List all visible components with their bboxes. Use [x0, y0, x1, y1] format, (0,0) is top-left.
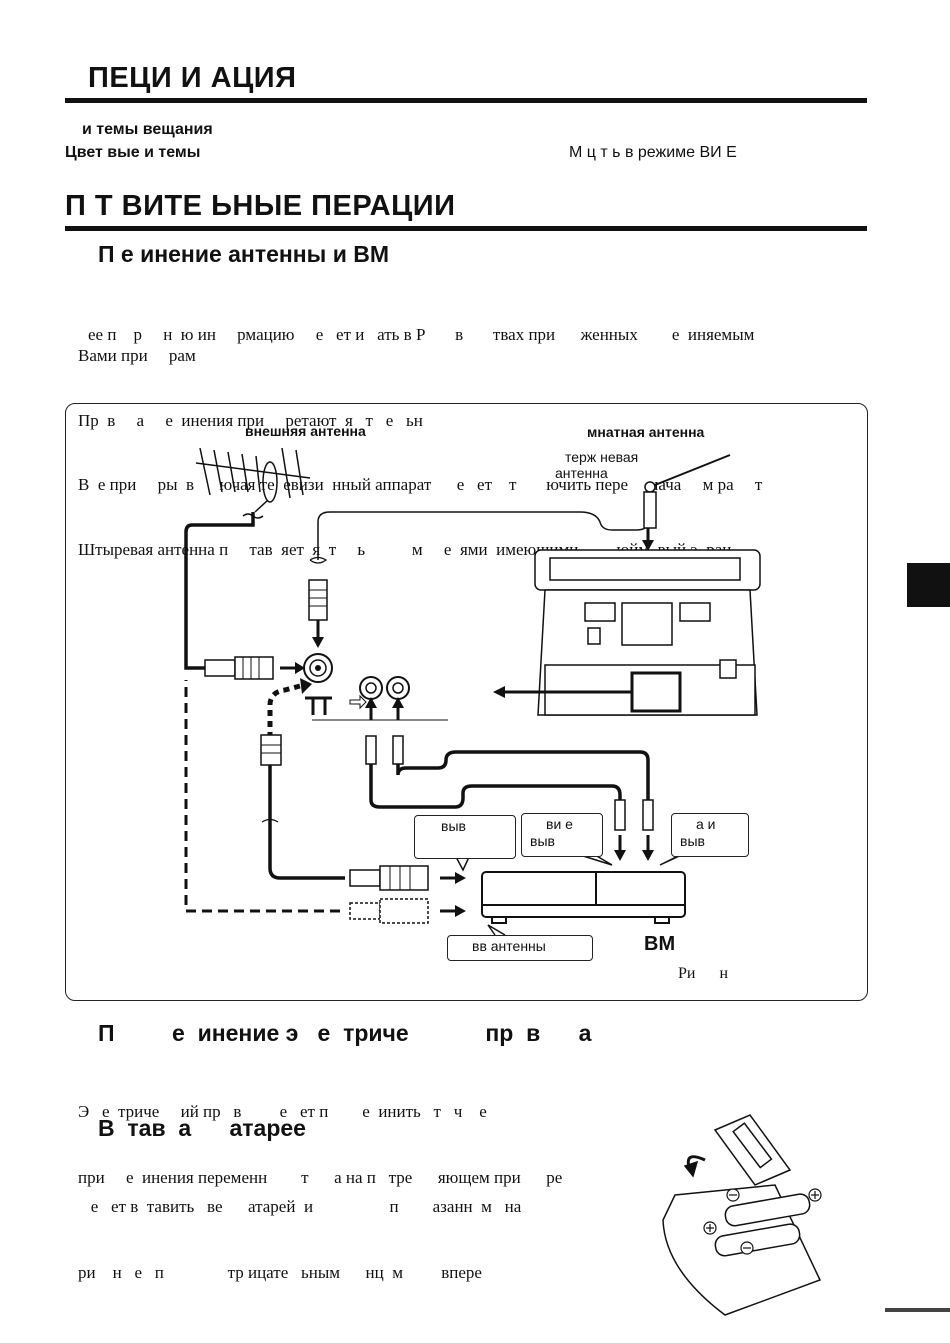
- spec-title: ПЕЦИ И АЦИЯ: [88, 62, 297, 94]
- remote-battery-illustration: [662, 1114, 822, 1316]
- power-line: при е инения переменн т а на п тре яющем…: [78, 1168, 563, 1187]
- section-tab: [907, 563, 950, 607]
- arrow-down-icon: [312, 637, 324, 648]
- paragraph-line: Вами при рам: [78, 346, 196, 365]
- antenna-title: П е инение антенны и ВМ: [98, 241, 389, 267]
- connection-diagram: [65, 403, 868, 1001]
- color-systems-label: Цвет вые и темы: [65, 144, 201, 161]
- output-callout-text: выв: [441, 818, 466, 834]
- dashed-rf-cable: [184, 680, 340, 913]
- arrow-right-icon: [295, 662, 305, 674]
- battery-line: е ет в тавить ве атарей и п азанн м на: [78, 1197, 522, 1216]
- polarity-icons: [703, 1188, 822, 1255]
- mono-note: М ц т ь в режиме ВИ Е: [569, 144, 737, 161]
- external-antenna-label: внешняя антенна: [245, 423, 366, 439]
- vcr-label: ВМ: [644, 933, 676, 955]
- title-rule: [65, 98, 867, 103]
- antenna-symbol-icon: [305, 696, 332, 715]
- rod-antenna-label-2: антенна: [555, 465, 608, 481]
- figure-label: Ри н: [678, 965, 729, 982]
- power-text: Э е триче ий пр в е ет п е инить т ч е п…: [78, 1057, 562, 1211]
- antenna-text: ее п р н ю ин рмацию е ет и ать в Р в тв…: [88, 281, 754, 367]
- audio-input-jack-icon: [386, 676, 410, 700]
- battery-icon: [724, 1193, 811, 1227]
- antenna-input-callout: вв антенны: [447, 935, 593, 961]
- paragraph-line: ее п р н ю ин рмацию е ет и ать в Р в тв…: [88, 325, 755, 344]
- power-line: Э е триче ий пр в е ет п е инить т ч е: [78, 1102, 487, 1121]
- prep-title: П Т ВИТЕ ЬНЫЕ ПЕРАЦИИ: [65, 190, 456, 222]
- video-output-line2: выв: [530, 833, 555, 849]
- prep-rule: [65, 226, 867, 231]
- audio-cable: [396, 750, 650, 800]
- output-callout: выв: [414, 815, 516, 859]
- rf-output-cable: [268, 760, 345, 880]
- rod-antenna-label: терж невая: [565, 449, 638, 465]
- antenna-text-body: Вами при рам Пр в а е инения при ретают …: [78, 302, 762, 582]
- video-output-callout: ви е выв: [521, 813, 603, 857]
- audio-output-line2: выв: [680, 833, 705, 849]
- audio-output-line1: а и: [696, 816, 716, 832]
- paragraph-line: Пр в а е инения при ретают я т е ьн: [78, 410, 423, 430]
- audio-output-callout: а и выв: [671, 813, 749, 857]
- page-edge-mark: [885, 1308, 950, 1312]
- outdoor-antenna-icon: [195, 447, 311, 513]
- battery-line: ри н е п тр ицате ьным нц м впере: [78, 1263, 482, 1282]
- battery-text: е ет в тавить ве атарей и п азанн м на р…: [78, 1152, 521, 1306]
- video-cable: [369, 764, 622, 809]
- power-title: П е инение э е триче пр в а: [98, 1020, 592, 1046]
- rf-plug-icon: [204, 659, 236, 677]
- indoor-antenna-label: мнатная антенна: [587, 424, 705, 440]
- antenna-input-text: вв антенны: [472, 938, 546, 954]
- paragraph-line: В е при ры в ючая те евизи нный аппарат …: [78, 475, 763, 494]
- battery-title: В тав а атарее: [98, 1115, 306, 1141]
- outdoor-antenna-cable: [184, 512, 255, 670]
- systems-label: и темы вещания: [82, 121, 213, 138]
- rod-antenna-label-line: терж невая: [565, 449, 639, 465]
- video-output-line1: ви е: [546, 816, 573, 832]
- tv-back-icon: [534, 549, 761, 716]
- rod-antenna-icon: [643, 454, 731, 529]
- video-input-jack-icon: [359, 676, 383, 700]
- vcr-icon: [481, 871, 686, 924]
